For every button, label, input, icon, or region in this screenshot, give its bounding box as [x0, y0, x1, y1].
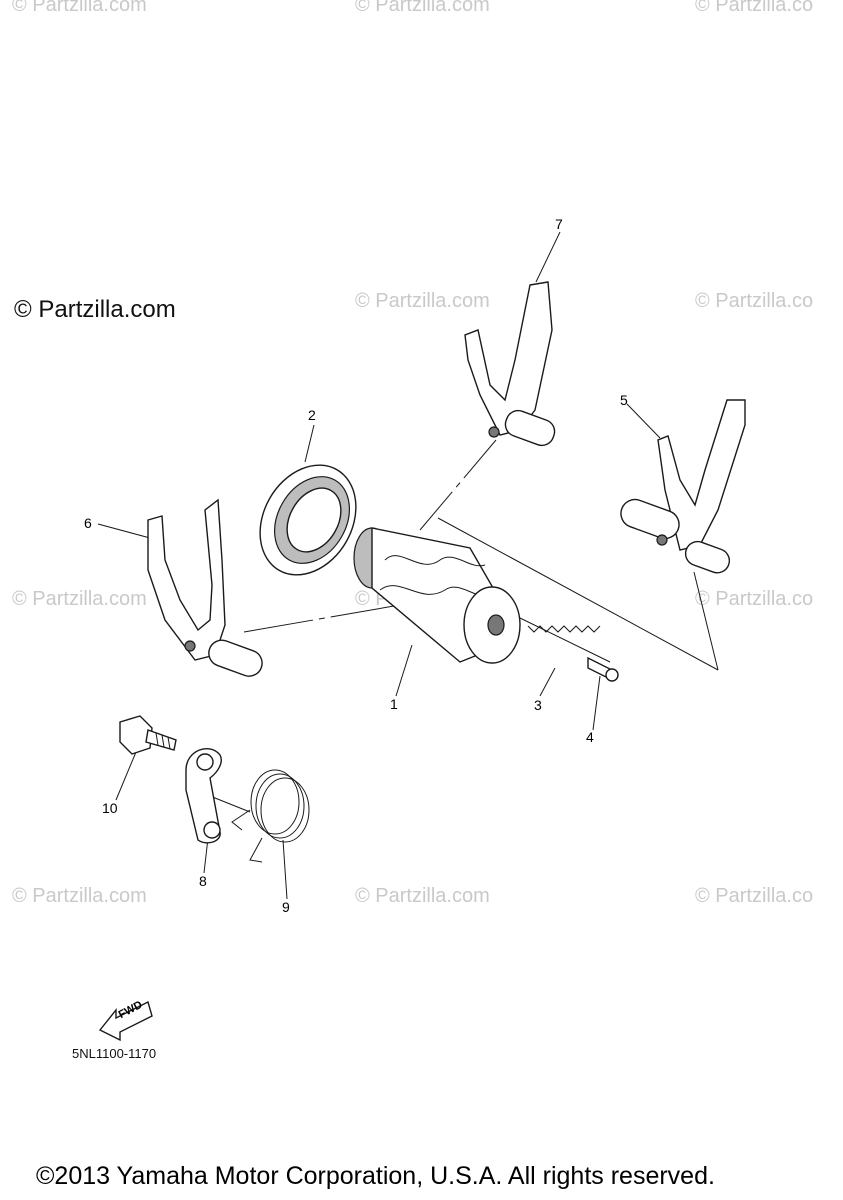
brand-watermark: © Partzilla.com [14, 296, 176, 323]
watermark: © Partzilla.com [355, 290, 490, 312]
callout-7: 7 [555, 216, 563, 232]
diagram-code: 5NL1100-1170 [72, 1046, 157, 1061]
callout-5: 5 [620, 392, 628, 408]
callout-2: 2 [308, 407, 316, 423]
fwd-arrow [98, 1000, 153, 1042]
watermark: © Partzilla.co [695, 0, 814, 16]
leader-lines [97, 231, 719, 900]
callout-8: 8 [199, 873, 207, 889]
watermark: © Partzilla.co [695, 290, 814, 312]
copyright-notice: ©2013 Yamaha Motor Corporation, U.S.A. A… [36, 1162, 715, 1190]
callout-9: 9 [282, 899, 290, 915]
detent-spring [527, 625, 601, 633]
watermark: © Partzilla.co [695, 885, 814, 907]
shift-fork-right [620, 399, 746, 574]
detent-pin [587, 656, 619, 682]
shift-fork-upper [464, 281, 556, 447]
shift-fork-left [147, 498, 263, 677]
callout-3: 3 [534, 697, 542, 713]
callout-4: 4 [586, 729, 594, 745]
watermark: © Partzilla.com [12, 588, 147, 610]
stopper-lever [185, 748, 222, 844]
callout-6: 6 [84, 515, 92, 531]
watermark: © Partzilla.com [12, 885, 147, 907]
watermark: © Partzilla.co [695, 588, 814, 610]
callout-1: 1 [390, 696, 398, 712]
flange-bolt [119, 715, 177, 755]
watermark: © Partzilla.com [12, 0, 147, 16]
bearing [259, 464, 357, 576]
torsion-spring [231, 769, 310, 863]
shift-cam [353, 527, 521, 664]
callout-10: 10 [102, 800, 118, 816]
watermark: © Partzilla.com [355, 0, 490, 16]
watermark: © Partzilla.com [355, 885, 490, 907]
